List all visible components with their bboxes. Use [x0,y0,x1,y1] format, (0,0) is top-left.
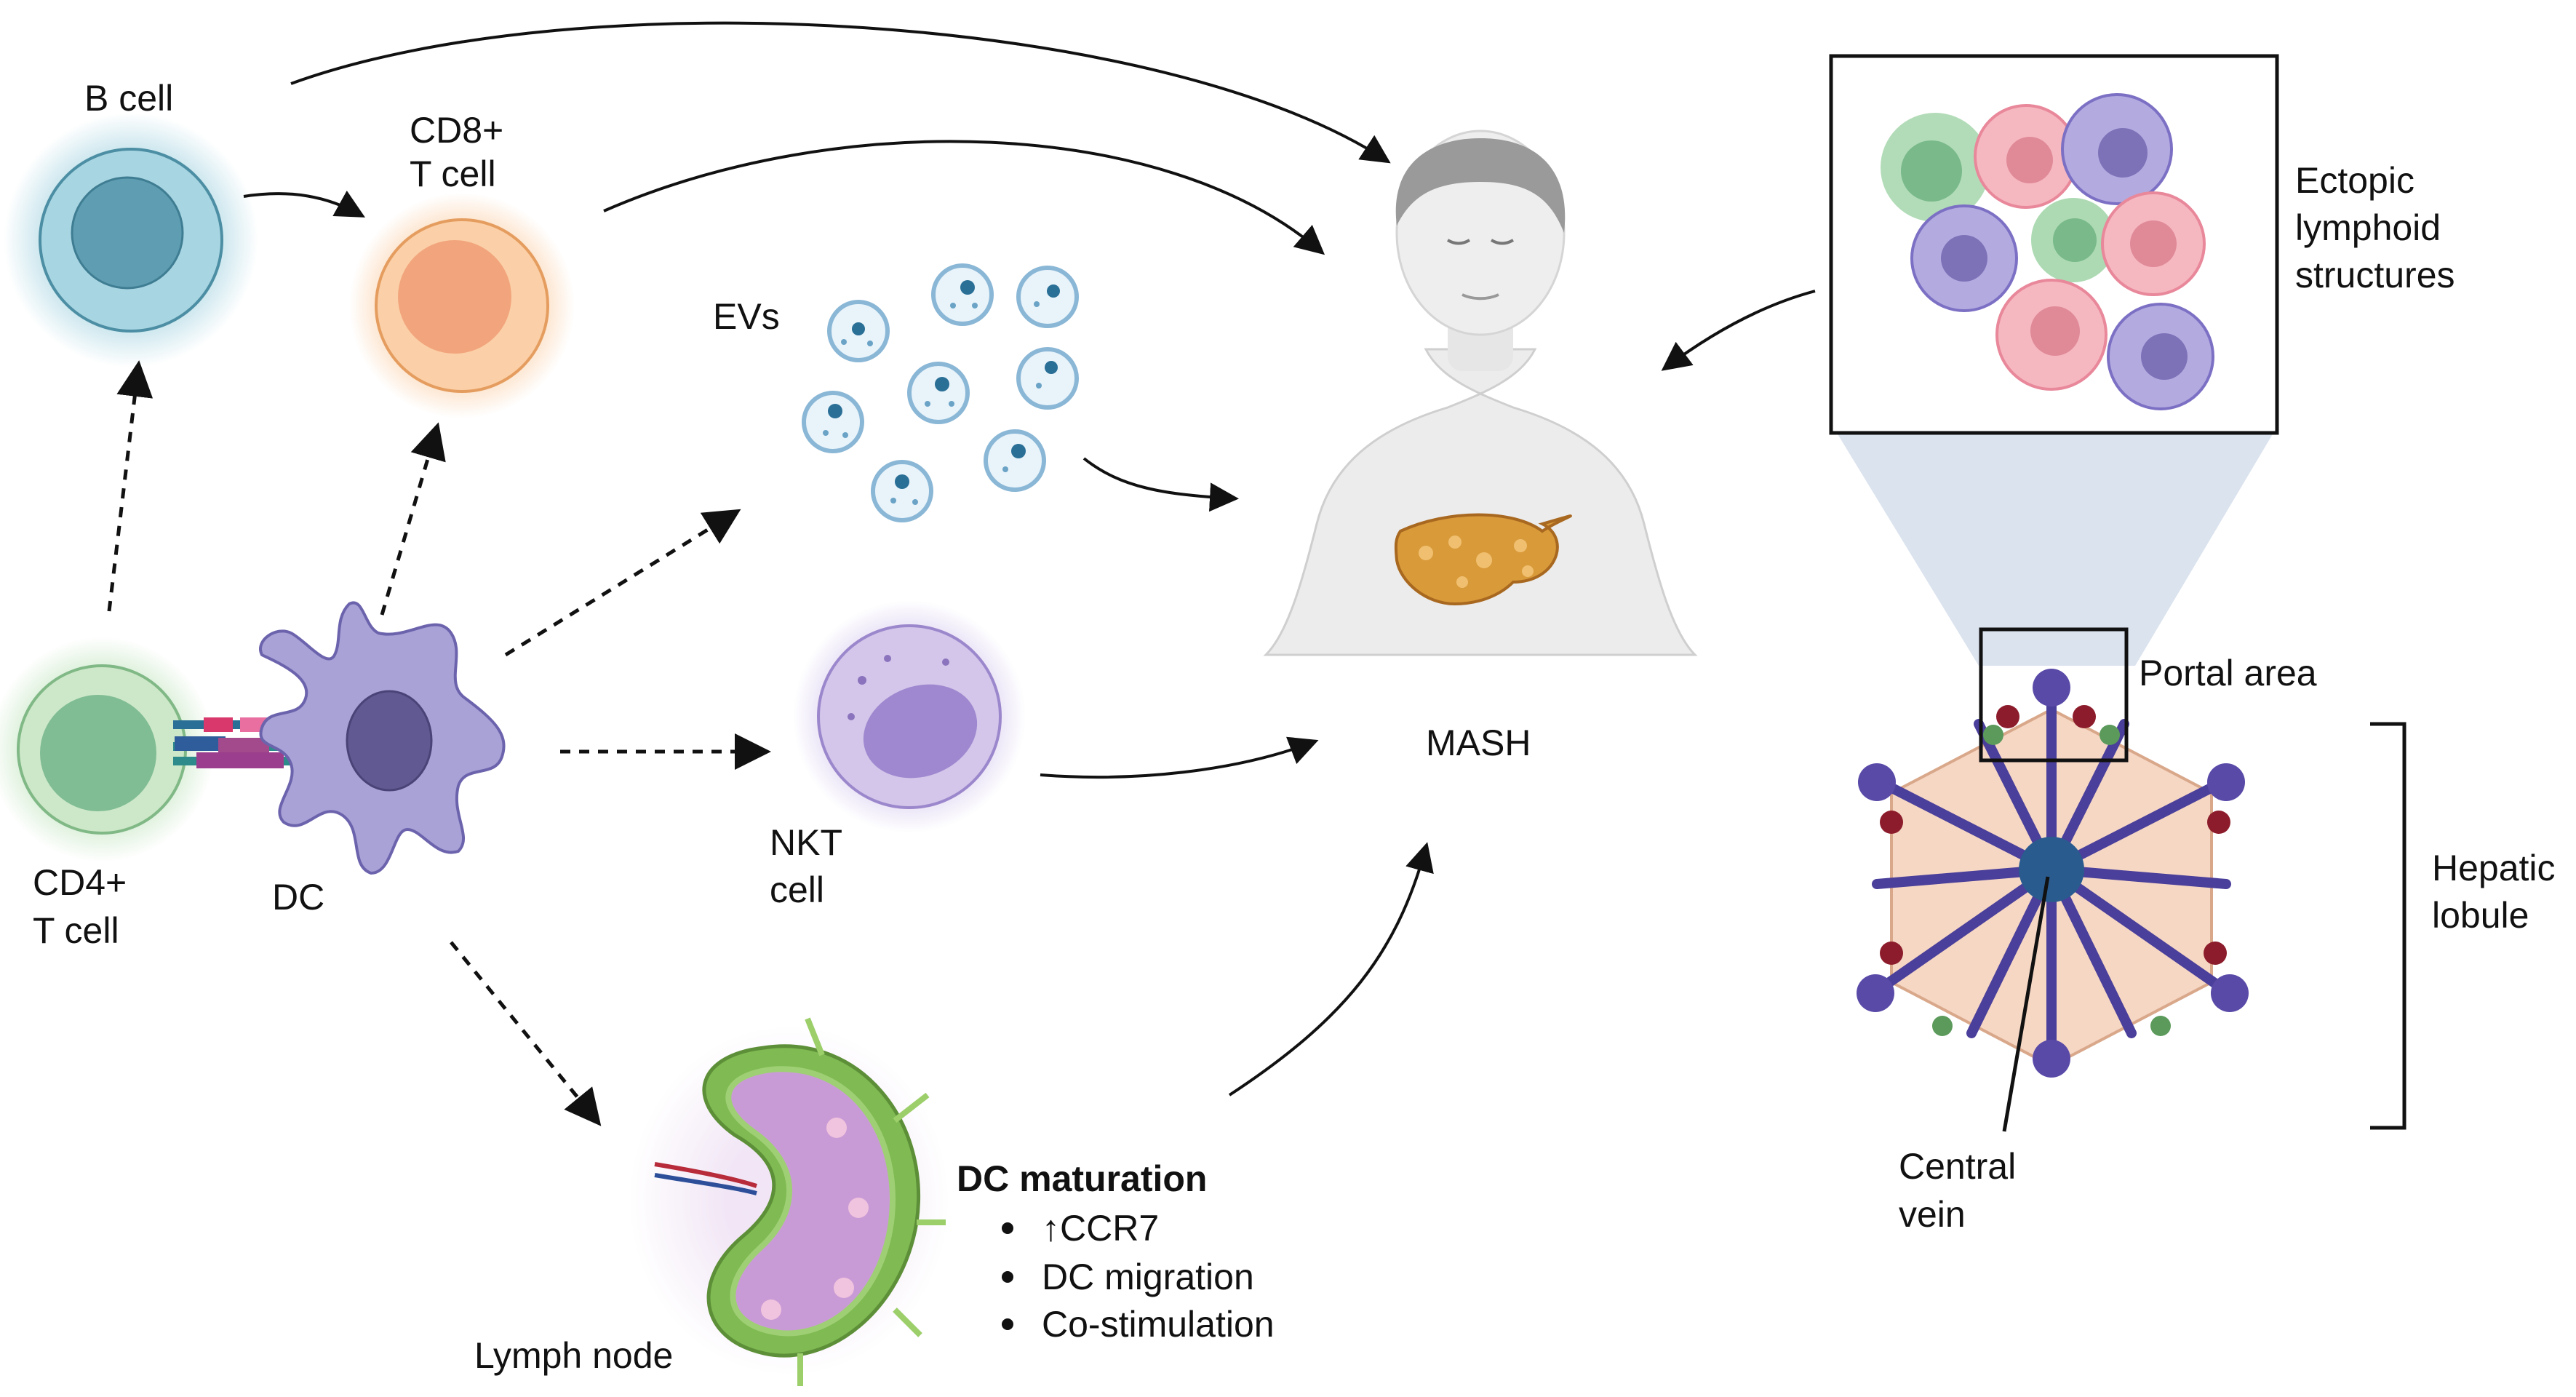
solid-arrows [243,21,1816,1096]
cd4-t-cell [0,637,215,862]
nkt-label-line1: NKT [770,822,842,863]
arrow-cd4-to-bcell [107,360,153,612]
zoom-funnel [1837,433,2273,666]
arrow-dc-to-cd8 [380,422,446,616]
portal-area-label: Portal area [2139,653,2317,693]
human-body [1263,130,1698,656]
arrow-ectopic-to-mash [1661,290,1816,371]
dc-maturation-panel: DC maturation ↑CCR7 DC migration Co-stim… [957,1158,1275,1345]
dashed-arrows [107,360,771,1126]
arrow-dc-to-lymph [450,941,602,1126]
cd8-t-cell [349,193,575,418]
central-vein-label-line2: vein [1899,1194,1966,1235]
ectopic-label-line2: lymphoid [2295,207,2441,248]
arrow-nkt-to-mash [1040,736,1319,779]
extracellular-vesicles [802,263,1079,522]
nkt-cell [793,600,1026,833]
cd4-label-line2: T cell [33,910,119,951]
central-vein-label-line1: Central [1899,1146,2016,1187]
cd8-label-line2: T cell [410,154,496,194]
dc-label: DC [272,877,324,918]
arrow-bcell-to-mash [290,21,1391,164]
ev-5 [907,362,970,424]
ev-4 [802,391,864,453]
central-vein-pointer [2002,876,2050,1132]
b-cell-label: B cell [84,78,173,119]
ectopic-label-line1: Ectopic [2295,160,2414,201]
arrow-bcell-to-cd8 [243,190,365,218]
hepatic-lobule [1857,669,2249,1078]
cd4-label-line1: CD4+ [33,862,127,903]
ectopic-cell-cluster [1881,93,2214,410]
bullet-icon [1002,1271,1013,1283]
dc-maturation-item-2: DC migration [1042,1257,1254,1297]
dc-maturation-item-3: Co-stimulation [1042,1304,1275,1345]
arrow-cd8-to-mash [603,140,1325,255]
ev-3 [1016,266,1079,328]
ev-6 [1016,347,1079,410]
arrow-dc-to-evs [504,509,741,657]
ev-8 [984,429,1046,492]
arrow-lymph-to-mash [1228,842,1434,1096]
nkt-label-line2: cell [770,869,824,910]
dendritic-cell [259,601,506,875]
ev-7 [871,460,933,522]
ectopic-label-line3: structures [2295,255,2455,295]
lymph-node [629,1017,949,1386]
fatty-liver [1394,513,1572,606]
arrow-evs-to-mash [1082,457,1239,512]
hepatic-label-line2: lobule [2432,895,2529,936]
dc-maturation-item-1: ↑CCR7 [1042,1208,1159,1249]
portal-area-box [1979,627,2129,763]
b-cell [4,113,258,367]
hepatic-label-line1: Hepatic [2432,848,2556,888]
dc-maturation-title: DC maturation [957,1158,1207,1199]
cd8-label-line1: CD8+ [410,110,503,151]
bullet-icon [1002,1222,1013,1234]
ev-2 [931,263,994,326]
bullet-icon [1002,1318,1013,1330]
ev-1 [827,300,890,362]
lymph-node-label: Lymph node [474,1335,673,1376]
evs-label: EVs [713,296,780,337]
mash-label: MASH [1426,723,1531,763]
lobule-bracket [2370,722,2406,1130]
